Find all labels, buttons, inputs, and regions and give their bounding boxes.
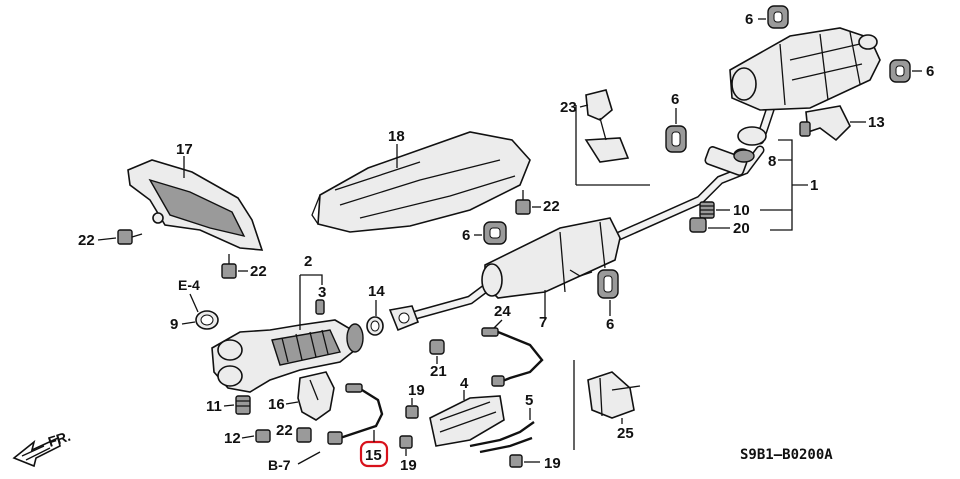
callout-19-c: 19 [544,455,561,472]
front-arrow-icon [12,436,61,468]
heat-shield-18 [311,131,531,233]
rubber-hanger-6-c [665,125,687,153]
rubber-hanger-6-e [597,269,619,299]
ref-b7: B-7 [268,457,291,473]
callout-21: 21 [430,363,447,380]
oxygen-sensor-15 [327,383,384,445]
ref-e4: E-4 [178,277,200,293]
callout-6-e: 6 [606,316,614,333]
group-bracket-1 [760,139,808,231]
callout-9: 9 [170,316,178,333]
callout-24: 24 [494,303,511,320]
gasket-9 [195,310,219,330]
callout-20: 20 [733,220,750,237]
callout-22-b: 22 [250,263,267,280]
callout-17: 17 [176,141,193,158]
callout-3: 3 [318,284,326,301]
bolt-22-b [221,254,237,279]
gasket-8 [733,149,755,163]
callout-6-c: 6 [671,91,679,108]
oxygen-sensor-24 [481,327,544,387]
bolt-22-c [515,190,531,215]
rubber-hanger-6-a [767,5,789,29]
self-locking-nut-21 [429,339,445,355]
callout-22-c: 22 [543,198,560,215]
rubber-hanger-6-b [889,59,911,83]
callout-18: 18 [388,128,405,145]
callout-4: 4 [460,375,469,392]
rear-muffler [729,27,881,111]
callout-25: 25 [617,425,634,442]
spring-bolt-11 [235,395,251,415]
group-bracket-2 [299,274,323,330]
callout-14: 14 [368,283,385,300]
stud-bolt-3 [315,299,325,315]
callout-11: 11 [206,398,222,415]
bolt-19-c [509,454,523,468]
callout-8: 8 [768,153,776,170]
callout-6-d: 6 [462,227,470,244]
bracket-13 [799,105,851,142]
bracket-5 [469,421,535,454]
spring-bolt-10 [699,201,715,219]
callout-2: 2 [304,253,312,270]
callout-16: 16 [268,396,285,413]
self-locking-nut-20 [689,217,707,233]
inset-25 [573,360,641,450]
bolt-22-d [296,427,312,443]
ref-b7-arrow [297,451,321,465]
callout-23: 23 [560,99,577,116]
callout-12: 12 [224,430,241,447]
callout-1: 1 [810,177,818,194]
callout-7: 7 [539,314,547,331]
bolt-19-a [405,405,419,419]
callout-22-d: 22 [276,422,293,439]
bracket-17 [127,159,264,251]
exhaust-manifold-catalytic-2 [211,319,364,393]
heat-shield-4 [429,395,505,447]
rubber-hanger-6-d [483,221,507,245]
nut-12 [255,429,271,443]
flange-pipe [388,305,420,332]
callout-6-a: 6 [745,11,753,28]
inset-23 [575,89,650,186]
diagram-code: S9B1–B0200A [740,447,833,463]
front-label: FR. [46,428,72,450]
callout-13: 13 [868,114,885,131]
callout-19-b: 19 [400,457,417,474]
bracket-16 [297,371,335,421]
bolt-19-b [399,435,413,449]
gasket-14 [366,316,384,336]
callout-22-a: 22 [78,232,95,249]
callout-15: 15 [365,447,382,464]
callout-6-b: 6 [926,63,934,80]
callout-19-a: 19 [408,382,425,399]
callout-10: 10 [733,202,750,219]
bolt-22-a [117,229,143,245]
callout-5: 5 [525,392,533,409]
center-muffler-7 [481,217,621,299]
ref-e4-arrow [189,293,199,313]
